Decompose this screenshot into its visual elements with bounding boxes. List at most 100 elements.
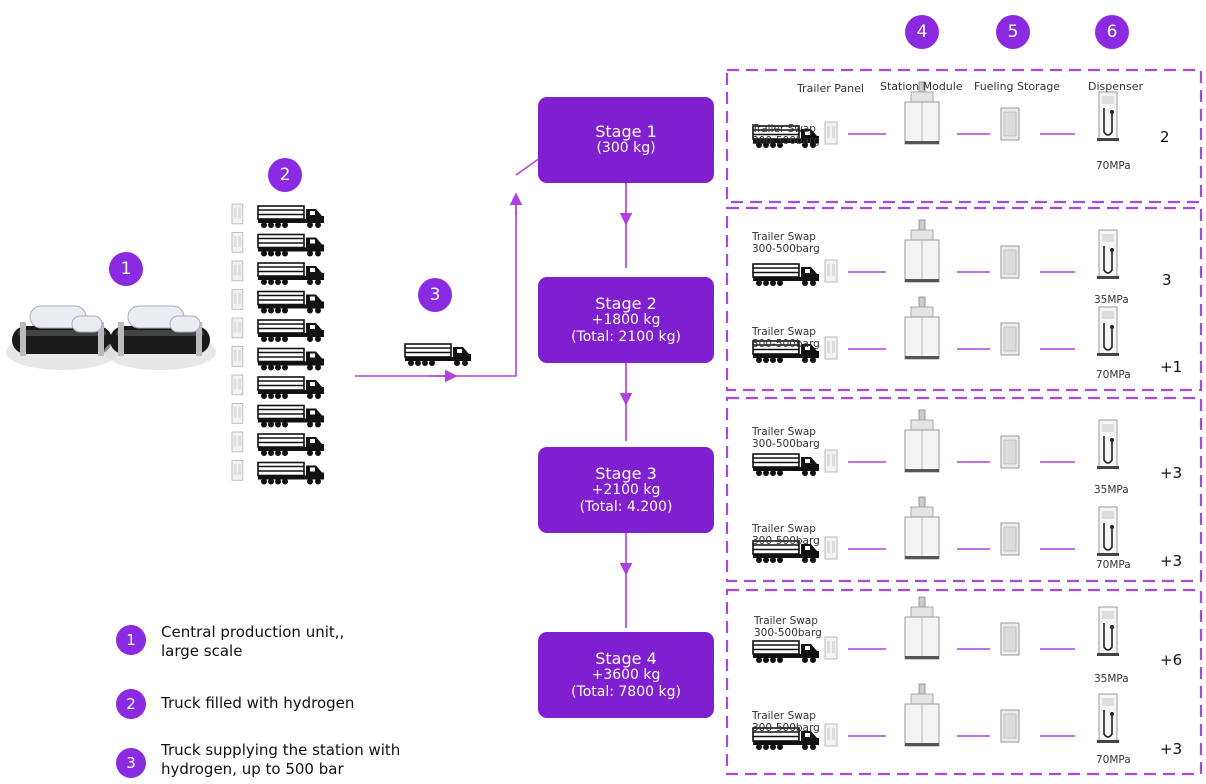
stage-total: (Total: 4.200) — [579, 498, 673, 515]
trailer-panel-icon — [231, 232, 244, 253]
badge-4: 4 — [905, 15, 939, 49]
row-7-pressure: 70MPa — [1096, 754, 1131, 766]
fueling-storage-icon — [1000, 709, 1020, 743]
station-module-icon — [904, 683, 940, 747]
trailer-panel-icon — [824, 536, 838, 560]
trailer-panel-icon — [231, 460, 244, 481]
fueling-storage-icon — [1000, 522, 1020, 556]
trailer-panel-icon — [824, 121, 838, 145]
truck-icon — [257, 433, 325, 457]
stage-group-box-3 — [725, 396, 1203, 583]
row-5-pressure: 70MPa — [1096, 559, 1131, 571]
row-2-count: 3 — [1162, 271, 1172, 289]
stage-4-box: Stage 4 +3600 kg (Total: 7800 kg) — [538, 632, 714, 718]
trailer-truck-icon — [752, 453, 820, 477]
trailer-panel-icon — [824, 336, 838, 360]
legend-3-badge: 3 — [116, 748, 146, 778]
trailer-panel-icon — [231, 374, 244, 396]
stage-amount: (300 kg) — [596, 140, 656, 156]
legend-1-text: Central production unit,,large scale — [161, 623, 345, 660]
truck-icon — [257, 319, 325, 343]
truck-icon — [257, 461, 325, 486]
stage-title: Stage 3 — [595, 463, 657, 483]
fueling-storage-icon — [1000, 107, 1020, 141]
truck-icon — [257, 205, 325, 229]
station-module-icon — [904, 596, 940, 660]
column-header-trailer-panel: Trailer Panel — [797, 82, 864, 95]
fueling-storage-icon — [1000, 622, 1020, 656]
dispenser-icon — [1096, 91, 1120, 142]
trailer-panel-icon — [231, 260, 244, 282]
dispenser-icon — [1096, 419, 1120, 470]
stage-title: Stage 4 — [595, 648, 657, 668]
legend-1-badge: 1 — [116, 625, 146, 655]
stage-group-box-1 — [725, 68, 1203, 204]
row-2-pressure: 35MPa — [1094, 294, 1129, 306]
station-module-icon — [904, 219, 940, 283]
trailer-truck-icon — [752, 640, 820, 664]
legend-2-badge: 2 — [116, 689, 146, 719]
badge-5: 5 — [996, 15, 1030, 49]
badge-6: 6 — [1095, 15, 1129, 49]
stage-3-box: Stage 3 +2100 kg (Total: 4.200) — [538, 447, 714, 533]
trailer-panel-icon — [231, 403, 244, 424]
row-1-count: 2 — [1160, 128, 1170, 146]
station-module-icon — [904, 296, 940, 360]
row-4-pressure: 35MPa — [1094, 484, 1129, 496]
truck-icon — [257, 347, 325, 372]
stage-title: Stage 2 — [595, 293, 657, 313]
stage-total: (Total: 2100 kg) — [571, 328, 681, 345]
stage-group-box-2 — [725, 206, 1203, 392]
stage-amount: +2100 kg — [591, 481, 661, 498]
truck-icon — [257, 233, 325, 258]
badge-2: 2 — [268, 158, 302, 192]
supply-truck-icon — [404, 343, 472, 367]
row-5-count: +3 — [1160, 552, 1183, 570]
column-header-dispenser: Dispenser — [1088, 80, 1143, 93]
station-module-icon — [904, 496, 940, 560]
production-unit-icon — [103, 305, 217, 371]
row-6-pressure: 35MPa — [1094, 673, 1129, 685]
station-module-icon — [904, 409, 940, 473]
fueling-storage-icon — [1000, 245, 1020, 279]
dispenser-icon — [1096, 229, 1120, 280]
dispenser-icon — [1096, 306, 1120, 357]
truck-icon — [257, 262, 325, 286]
trailer-panel-icon — [231, 317, 244, 339]
row-3-pressure: 70MPa — [1096, 369, 1131, 381]
stage-total: (Total: 7800 kg) — [571, 683, 681, 700]
row-6-count: +6 — [1160, 651, 1183, 669]
row-3-count: +1 — [1160, 358, 1183, 376]
trailer-panel-icon — [824, 259, 838, 283]
row-7-count: +3 — [1160, 740, 1183, 758]
stage-title: Stage 1 — [595, 122, 657, 141]
column-header-fueling-storage: Fueling Storage — [974, 80, 1061, 93]
flow-line — [515, 157, 541, 176]
badge-3: 3 — [418, 278, 452, 312]
legend-2-text: Truck filled with hydrogen — [161, 694, 355, 712]
truck-icon — [257, 404, 325, 429]
row-4-count: +3 — [1160, 464, 1183, 482]
truck-icon — [257, 376, 325, 400]
truck-icon — [257, 290, 325, 315]
production-unit-icon — [5, 305, 119, 371]
trailer-panel-icon — [231, 431, 244, 453]
fueling-storage-icon — [1000, 322, 1020, 356]
trailer-truck-icon — [752, 263, 820, 287]
fueling-storage-icon — [1000, 435, 1020, 469]
column-header-station-module: Station Module — [880, 80, 963, 93]
stage-amount: +3600 kg — [591, 666, 661, 683]
trailer-panel-icon — [231, 346, 244, 367]
trailer-panel-icon — [231, 203, 244, 225]
stage-1-box: Stage 1 (300 kg) — [538, 97, 714, 183]
stage-group-box-4 — [725, 588, 1203, 776]
dispenser-icon — [1096, 606, 1120, 657]
